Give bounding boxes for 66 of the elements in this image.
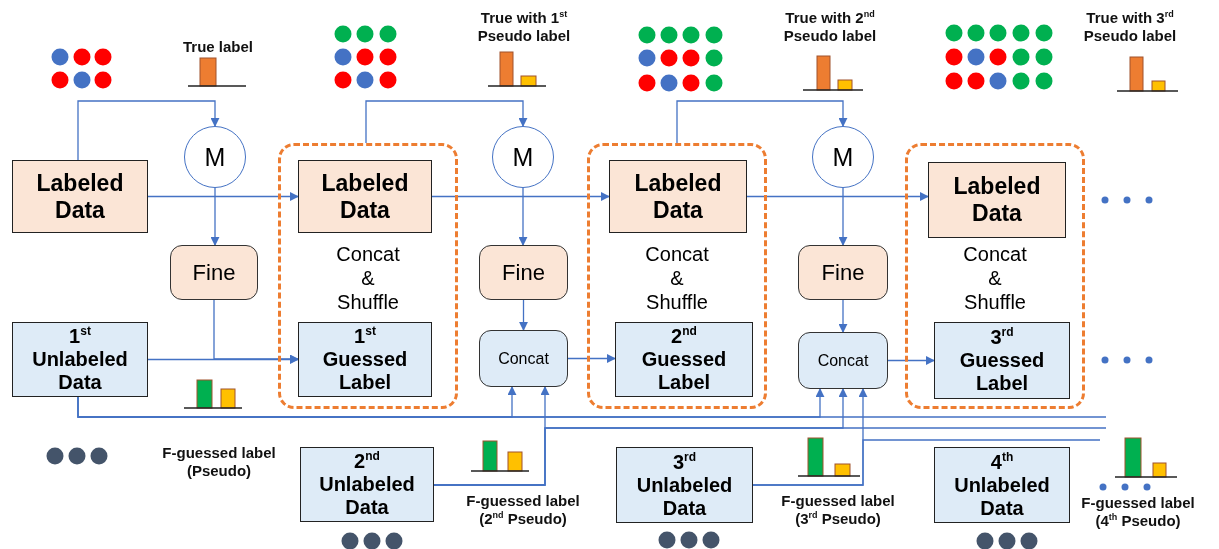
arrow	[567, 354, 616, 363]
data-box	[12, 160, 148, 233]
box-label: Labeled Data	[952, 173, 1042, 227]
arrow	[365, 100, 528, 144]
process-box	[798, 332, 888, 389]
connector-line	[433, 427, 1107, 486]
box-label: Labeled Data	[35, 169, 125, 224]
box-label: 3$^{rd}$ Guessed Label	[958, 326, 1046, 395]
box-label: Concat	[498, 349, 549, 368]
data-box	[928, 162, 1066, 238]
arrow	[147, 355, 299, 364]
arrow	[518, 187, 528, 246]
process-box	[479, 330, 568, 387]
arrow	[147, 192, 299, 201]
arrow	[431, 192, 610, 201]
caption-text: F-guessed label (3$^{rd}$ Pseudo)	[780, 492, 896, 528]
data-box	[934, 322, 1070, 399]
group-label: Concat & Shuffle	[962, 242, 1028, 314]
connector-line	[752, 439, 1101, 486]
connector-line	[77, 396, 1107, 418]
box-label: 1$^{st}$ Unlabeled Data	[31, 325, 129, 394]
circle-label: M	[832, 142, 854, 172]
group-label: Concat & Shuffle	[335, 242, 401, 314]
box-label: 4$^{th}$ Unlabeled Data	[953, 450, 1051, 520]
box-label: Labeled Data	[320, 169, 410, 224]
caption-text: True with 2$^{nd}$ Pseudo label	[782, 9, 878, 45]
data-box	[609, 160, 747, 233]
caption-text: True with 3$^{rd}$ Pseudo label	[1082, 9, 1178, 45]
data-box	[616, 447, 753, 523]
arrow	[838, 299, 848, 333]
data-box	[934, 447, 1070, 523]
data-box	[298, 322, 432, 397]
dashed-group-box	[905, 143, 1085, 409]
arrow	[887, 356, 935, 365]
dashed-group-box	[587, 143, 767, 409]
arrow	[676, 100, 848, 144]
box-label: 3$^{rd}$ Unlabeled Data	[635, 450, 734, 520]
caption-text: True with 1$^{st}$ Pseudo label	[476, 9, 572, 45]
dashed-group-box	[278, 143, 458, 409]
arrow	[519, 299, 528, 331]
arrow	[210, 187, 220, 246]
box-label: 2$^{nd}$ Guessed Label	[640, 325, 728, 394]
caption-text: F-guessed label (4$^{th}$ Pseudo)	[1080, 494, 1196, 530]
box-label: 2$^{nd}$ Unlabeled Data	[318, 450, 416, 519]
arrow	[746, 192, 929, 201]
box-label: Labeled Data	[633, 169, 723, 224]
box-label: Fine	[502, 259, 545, 286]
process-box	[479, 245, 568, 300]
process-box	[798, 245, 888, 300]
caption-text: F-guessed label (2$^{nd}$ Pseudo)	[465, 492, 581, 528]
arrow	[838, 187, 848, 246]
group-label: Concat & Shuffle	[644, 242, 710, 314]
data-box	[298, 160, 432, 233]
box-label: Fine	[192, 259, 236, 286]
data-box	[300, 447, 434, 522]
circle-label: M	[512, 142, 534, 172]
caption-text: F-guessed label (Pseudo)	[161, 444, 277, 480]
circle-label: M	[204, 142, 226, 172]
process-box	[170, 245, 258, 300]
box-label: Concat	[817, 351, 869, 370]
data-box	[12, 322, 148, 397]
caption-text: True label	[182, 38, 254, 56]
box-label: Fine	[821, 259, 865, 286]
arrow	[77, 100, 220, 161]
data-box	[615, 322, 753, 397]
box-label: 1$^{st}$ Guessed Label	[321, 325, 409, 394]
